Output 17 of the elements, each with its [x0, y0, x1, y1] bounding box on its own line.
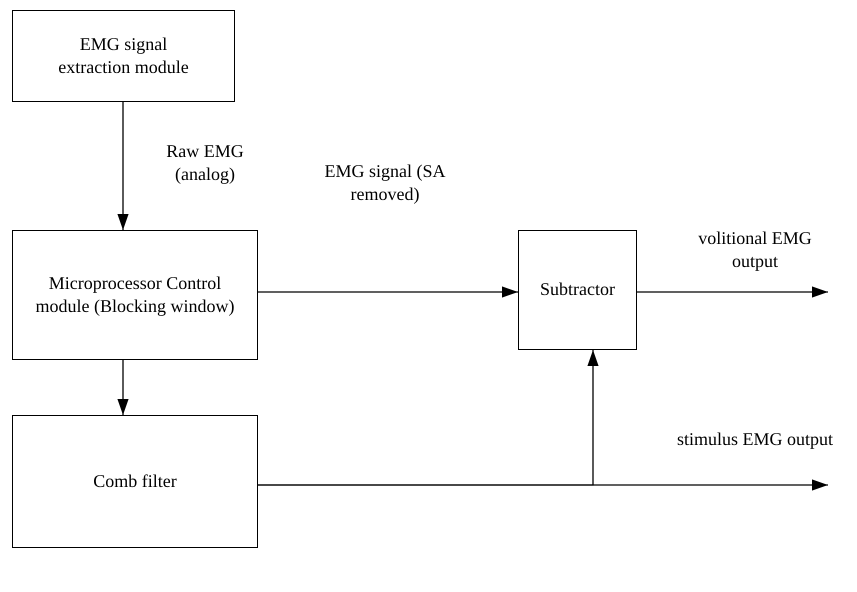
box-label: Microprocessor Control module (Blocking window) [34, 272, 236, 318]
edge-label: volitional EMG output [697, 227, 813, 274]
edge-label: EMG signal (SA removed) [324, 160, 446, 206]
process-box [12, 415, 258, 548]
box-label: Subtractor [540, 278, 615, 302]
arrow [258, 286, 518, 298]
arrow [117, 360, 129, 415]
box-label: Comb filter [93, 470, 177, 493]
arrow [637, 286, 828, 298]
edge-label: stimulus EMG output [676, 428, 834, 451]
arrow [258, 479, 828, 491]
edge-label: Raw EMG (analog) [165, 140, 245, 186]
process-box [518, 230, 637, 350]
process-box [12, 10, 235, 102]
arrow [117, 102, 129, 230]
box-label: EMG signal extraction module [57, 32, 190, 79]
process-box [12, 230, 258, 360]
